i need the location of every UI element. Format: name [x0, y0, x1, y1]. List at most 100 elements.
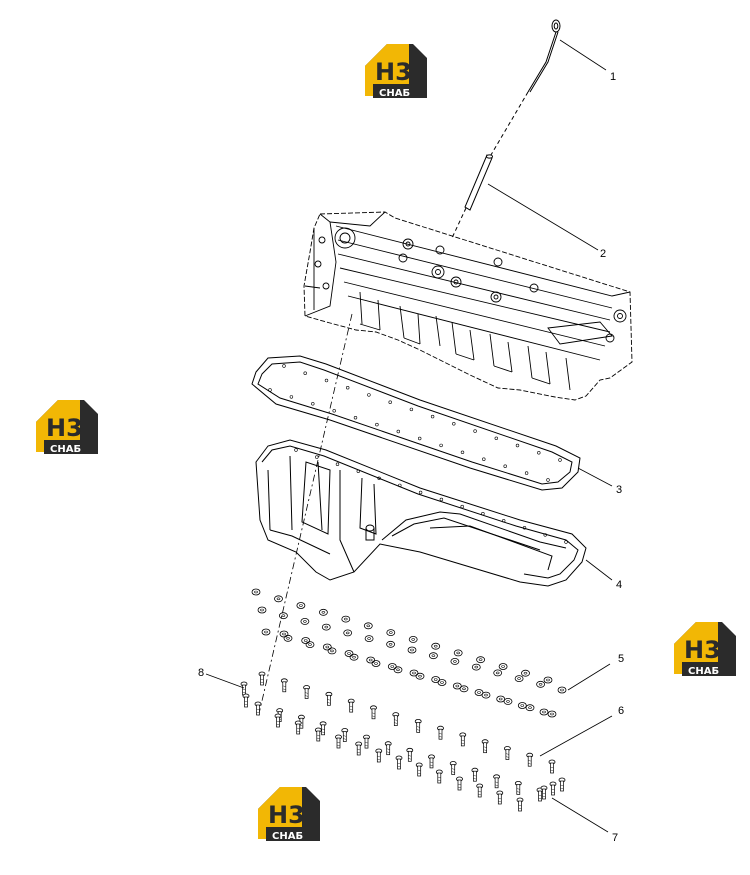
bolt — [370, 705, 377, 720]
gasket-hole — [409, 407, 414, 412]
callout-8: 8 — [198, 667, 204, 679]
washer — [366, 656, 376, 664]
bolt — [471, 767, 479, 782]
bolt — [476, 783, 484, 798]
washer — [409, 669, 419, 677]
bolt — [363, 734, 370, 749]
flange-hole — [398, 483, 402, 488]
washer — [450, 658, 460, 665]
washer — [496, 695, 506, 703]
washer — [539, 708, 549, 716]
bolt — [449, 761, 457, 775]
bolt — [428, 754, 435, 769]
washer — [283, 634, 293, 642]
gasket-hole — [546, 478, 550, 482]
washer — [296, 602, 306, 609]
gasket-hole — [324, 378, 329, 383]
flange-hole — [335, 462, 340, 466]
washer — [318, 608, 328, 616]
bolt — [242, 693, 250, 708]
washer — [321, 623, 331, 631]
bolt — [392, 712, 400, 726]
gasket-hole — [367, 393, 371, 397]
washer — [301, 637, 311, 644]
bolt — [456, 776, 463, 791]
bolt — [496, 790, 504, 805]
callout-7: 7 — [612, 832, 618, 844]
washer — [344, 650, 354, 657]
bolt — [435, 769, 443, 784]
dipstick-part — [487, 19, 561, 161]
bolt — [459, 732, 467, 747]
washer — [431, 676, 441, 683]
flange-hole — [418, 490, 423, 495]
washer — [279, 630, 289, 638]
callout-4: 4 — [616, 579, 622, 591]
assembly-centerline — [257, 313, 353, 719]
washer — [453, 649, 463, 657]
gasket-hole — [388, 400, 392, 404]
washer — [349, 653, 359, 661]
washer — [305, 641, 315, 648]
washer — [547, 710, 557, 718]
logo-watermark: H3 СНАБ — [36, 400, 98, 455]
bolt — [526, 752, 534, 767]
washer — [274, 595, 283, 603]
washer — [371, 660, 381, 667]
bolt — [347, 698, 355, 713]
bolt — [540, 785, 548, 800]
gasket-hole — [346, 386, 350, 390]
washer — [428, 652, 438, 660]
callout-3: 3 — [616, 484, 622, 496]
gasket-bolt-holes — [268, 364, 562, 482]
washer — [278, 612, 288, 620]
svg-text:H3: H3 — [684, 636, 721, 664]
flange-hole — [522, 526, 527, 530]
bolt — [558, 777, 566, 792]
gasket-hole — [332, 409, 336, 413]
gasket-hole — [524, 471, 529, 475]
bolt — [240, 681, 248, 696]
washer — [407, 646, 417, 654]
washer — [514, 675, 524, 682]
callout-1: 1 — [610, 71, 616, 83]
svg-text:H3: H3 — [375, 58, 412, 86]
washer — [498, 663, 508, 670]
oil-pan-part — [255, 439, 587, 587]
dipstick-tube-part — [451, 154, 493, 239]
bolt — [355, 741, 363, 756]
washer — [393, 666, 403, 674]
bolt — [548, 759, 556, 774]
washer — [476, 656, 486, 664]
gasket-hole — [418, 436, 422, 441]
bolt — [549, 781, 557, 796]
washer — [327, 647, 337, 655]
logo-watermark: H3 СНАБ — [674, 622, 736, 677]
gasket-hole — [558, 458, 562, 462]
bolt — [437, 725, 444, 740]
callout-5: 5 — [618, 653, 624, 665]
gasket-hole — [537, 451, 541, 455]
flange-hole — [377, 476, 381, 480]
gasket-hole — [460, 450, 465, 454]
gasket-hole — [268, 388, 272, 392]
logo-watermark: H3 СНАБ — [258, 787, 320, 842]
gasket-hole — [503, 464, 507, 468]
washer — [517, 702, 527, 709]
washer — [261, 628, 271, 636]
bolt — [375, 748, 383, 763]
washer — [387, 663, 397, 670]
washer — [452, 682, 462, 690]
bolt — [258, 671, 266, 686]
bolt — [406, 747, 414, 762]
engine-block-part — [303, 211, 633, 401]
bolt — [415, 762, 423, 777]
bolt — [516, 797, 524, 812]
bolt — [414, 719, 422, 733]
bolt — [314, 727, 322, 742]
leader-lines — [205, 39, 613, 833]
gasket-hole — [289, 395, 294, 399]
gasket-hole — [515, 443, 520, 448]
gasket-hole — [375, 422, 379, 427]
